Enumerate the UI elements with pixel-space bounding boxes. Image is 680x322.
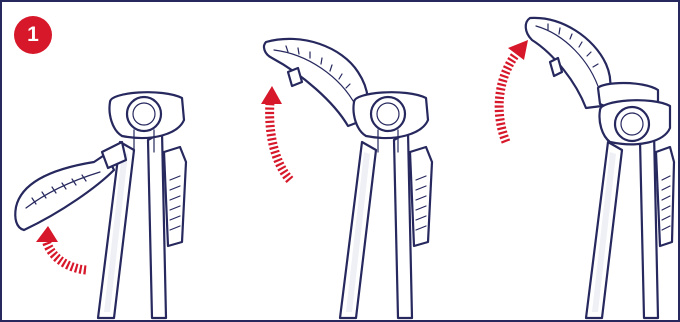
panel-tray-raised (494, 16, 676, 320)
panel-tray-raising (261, 37, 434, 320)
arrow-up-right (494, 51, 520, 144)
step-number-badge: 1 (14, 16, 52, 54)
step-number: 1 (27, 23, 39, 46)
arrow-up-left (41, 238, 87, 275)
panel-tray-lowered (14, 91, 188, 320)
arrow-up (265, 101, 294, 183)
tray-raising (262, 37, 370, 128)
tray-raised (524, 16, 612, 110)
tray-lowered (14, 152, 116, 232)
